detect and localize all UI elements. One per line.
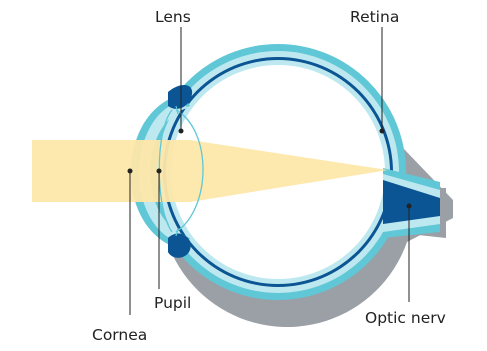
label-lens: Lens — [155, 8, 191, 26]
label-pupil: Pupil — [154, 294, 191, 312]
label-optic-nerve: Optic nerv — [365, 309, 446, 327]
optic-nerve-dot — [407, 204, 412, 209]
pupil-dot — [157, 169, 162, 174]
cornea-dot — [128, 169, 133, 174]
label-retina: Retina — [350, 8, 399, 26]
lens-dot — [179, 129, 184, 134]
label-cornea: Cornea — [92, 326, 147, 344]
retina-dot — [380, 129, 385, 134]
